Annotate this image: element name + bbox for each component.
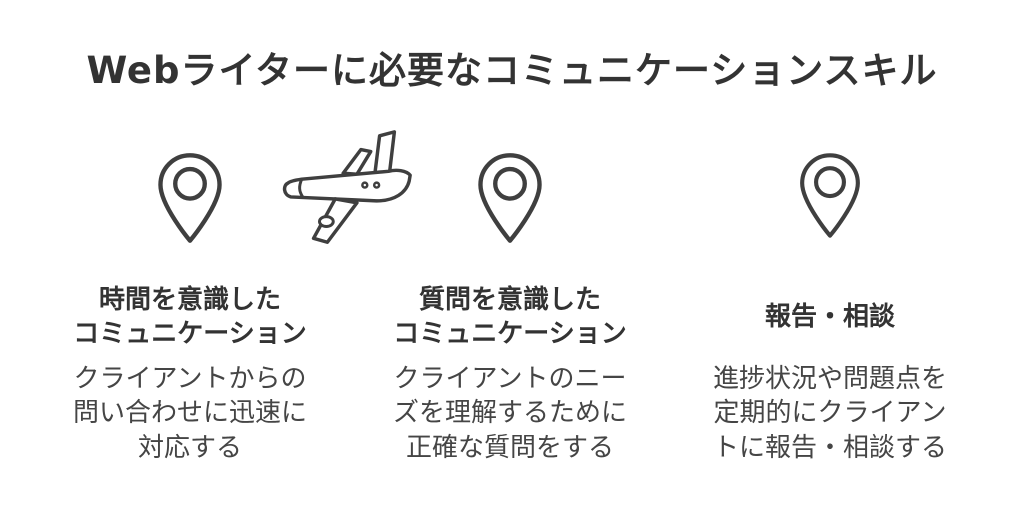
skill-heading: 報告・相談 (764, 302, 895, 333)
skill-description: 進捗状況や問題点を 定期的にクライアン トに報告・相談する (712, 364, 947, 463)
map-pin-icon (30, 152, 350, 252)
skill-column-3: 報告・相談 進捗状況や問題点を 定期的にクライアン トに報告・相談する (670, 152, 990, 465)
map-pin-icon (350, 152, 670, 252)
skill-column-2: 質問を意識した コミュニケーション クライアントのニー ズを理解するために 正確… (350, 152, 670, 465)
skill-columns: 時間を意識した コミュニケーション クライアントからの 問い合わせに迅速に 対応… (0, 152, 1024, 465)
airplane-icon (278, 122, 426, 260)
skill-heading: 質問を意識した コミュニケーション (393, 285, 627, 349)
skill-column-1: 時間を意識した コミュニケーション クライアントからの 問い合わせに迅速に 対応… (30, 152, 350, 465)
skill-heading: 時間を意識した コミュニケーション (73, 285, 307, 349)
skill-description: クライアントからの 問い合わせに迅速に 対応する (72, 364, 307, 463)
map-pin-icon (670, 152, 990, 252)
skill-description: クライアントのニー ズを理解するために 正確な質問をする (392, 364, 627, 463)
page-title: Webライターに必要なコミュニケーションスキル (86, 49, 938, 92)
